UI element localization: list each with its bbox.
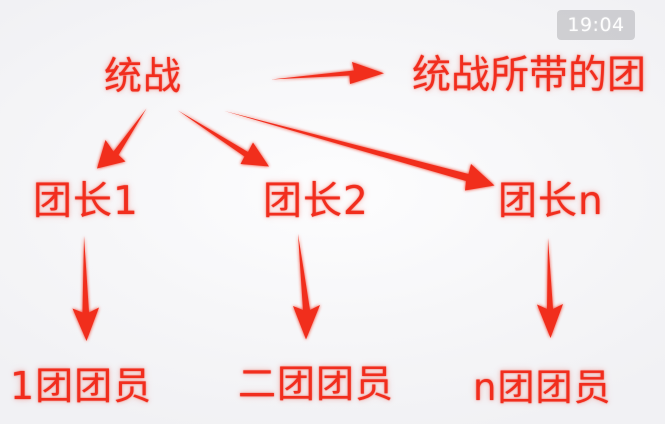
node-member-2: 二团团员 — [238, 362, 395, 406]
node-leader-1: 团长1 — [33, 179, 139, 224]
arrow-leader-2-to-member-2 — [293, 234, 320, 340]
node-root-group-label: 统战所带的团 — [412, 53, 647, 98]
arrow-root-to-group-label — [271, 62, 384, 84]
node-leader-2: 团长2 — [263, 179, 369, 224]
node-member-n: n团团员 — [473, 366, 612, 409]
node-leader-n: 团长n — [498, 179, 604, 224]
node-root: 统战 — [104, 54, 183, 98]
video-timestamp-badge: 19:04 — [557, 10, 635, 40]
arrow-root-to-leader-1 — [97, 108, 147, 169]
arrow-leader-1-to-member-1 — [72, 236, 99, 341]
arrow-root-to-leader-2 — [178, 110, 269, 167]
arrow-leader-n-to-member-n — [537, 238, 563, 338]
node-member-1: 1团团员 — [10, 364, 153, 408]
